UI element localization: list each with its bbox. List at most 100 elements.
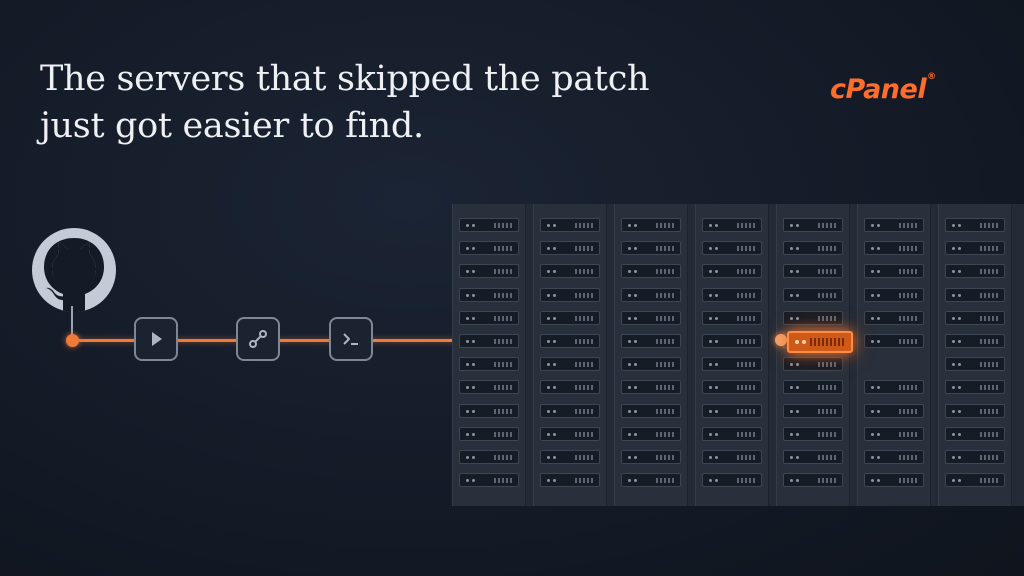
server-unit xyxy=(702,403,762,418)
server-rack xyxy=(614,204,688,506)
server-unit xyxy=(945,334,1005,348)
server-unit xyxy=(864,218,924,232)
server-unit xyxy=(459,264,519,279)
server-unit xyxy=(621,264,681,279)
server-unit xyxy=(621,380,681,395)
server-unit xyxy=(702,426,762,441)
pipeline-step-branch xyxy=(236,317,280,361)
server-unit xyxy=(540,473,600,488)
server-unit xyxy=(540,403,600,418)
server-unit xyxy=(783,450,843,464)
server-unit xyxy=(783,287,843,302)
server-unit xyxy=(783,241,843,256)
server-unit xyxy=(945,241,1005,256)
server-unit xyxy=(621,450,681,464)
server-unit xyxy=(459,241,519,256)
server-unit xyxy=(540,357,600,372)
server-unit xyxy=(783,218,843,232)
server-unit xyxy=(459,287,519,302)
server-rack xyxy=(857,204,931,506)
pipeline-step-play xyxy=(134,317,178,361)
server-unit xyxy=(621,241,681,256)
cpanel-logo: cPanel® xyxy=(830,72,936,105)
pipeline-start-node xyxy=(66,334,79,347)
server-unit xyxy=(864,287,924,302)
server-unit xyxy=(540,218,600,232)
server-unit xyxy=(621,218,681,232)
server-unit xyxy=(540,450,600,464)
server-unit xyxy=(540,426,600,441)
server-unit xyxy=(621,357,681,372)
headline: The servers that skipped the patch just … xyxy=(40,56,650,150)
server-unit xyxy=(702,264,762,279)
server-unit xyxy=(621,287,681,302)
registered-mark: ® xyxy=(927,72,936,82)
server-unit xyxy=(864,310,924,325)
server-unit xyxy=(621,473,681,488)
server-unit xyxy=(540,334,600,348)
server-unit xyxy=(621,310,681,325)
server-unit xyxy=(702,287,762,302)
server-unit xyxy=(783,380,843,395)
server-unit xyxy=(702,218,762,232)
server-rack xyxy=(776,204,850,506)
headline-line-1: The servers that skipped the patch xyxy=(40,59,650,99)
server-unit xyxy=(702,241,762,256)
server-unit xyxy=(945,264,1005,279)
server-unit xyxy=(864,241,924,256)
server-unit xyxy=(702,310,762,325)
server-unit xyxy=(864,473,924,488)
server-unit xyxy=(945,426,1005,441)
pipeline-line xyxy=(72,339,780,342)
pipeline-step-terminal xyxy=(329,317,373,361)
server-unit xyxy=(702,334,762,348)
server-rack-wall xyxy=(452,204,1024,506)
server-unit xyxy=(702,473,762,488)
server-unit xyxy=(540,380,600,395)
server-unit xyxy=(783,473,843,488)
server-unit xyxy=(945,357,1005,372)
server-unit xyxy=(621,426,681,441)
server-unit xyxy=(459,334,519,348)
server-unit xyxy=(702,450,762,464)
pipeline-end-node xyxy=(775,334,787,346)
server-unit xyxy=(459,218,519,232)
server-unit xyxy=(945,380,1005,395)
server-unit xyxy=(945,403,1005,418)
server-unit xyxy=(459,403,519,418)
server-unit xyxy=(459,450,519,464)
server-unit xyxy=(783,264,843,279)
server-unit xyxy=(702,357,762,372)
git-branch-icon xyxy=(249,330,267,348)
server-rack xyxy=(533,204,607,506)
server-unit xyxy=(864,380,924,395)
github-octocat-icon xyxy=(32,228,116,312)
server-unit xyxy=(459,473,519,488)
server-rack xyxy=(695,204,769,506)
server-unit xyxy=(459,380,519,395)
server-unit xyxy=(783,310,843,325)
server-unit xyxy=(459,357,519,372)
server-unit xyxy=(540,241,600,256)
server-unit xyxy=(864,450,924,464)
server-unit xyxy=(621,403,681,418)
server-unit xyxy=(783,403,843,418)
server-unit xyxy=(864,264,924,279)
server-unit xyxy=(945,473,1005,488)
headline-line-2: just got easier to find. xyxy=(40,106,424,146)
server-unit xyxy=(864,426,924,441)
pipeline-stem xyxy=(71,306,73,340)
server-rack xyxy=(938,204,1012,506)
server-unit xyxy=(783,357,843,372)
server-unit xyxy=(945,310,1005,325)
server-unit xyxy=(540,264,600,279)
server-unit xyxy=(702,380,762,395)
server-unit xyxy=(540,310,600,325)
server-unit xyxy=(783,426,843,441)
highlighted-server xyxy=(787,331,853,353)
server-rack xyxy=(452,204,526,506)
brand-name: cPanel xyxy=(830,74,927,105)
terminal-prompt-icon xyxy=(343,333,358,345)
server-unit xyxy=(864,334,924,348)
play-icon xyxy=(152,332,162,346)
